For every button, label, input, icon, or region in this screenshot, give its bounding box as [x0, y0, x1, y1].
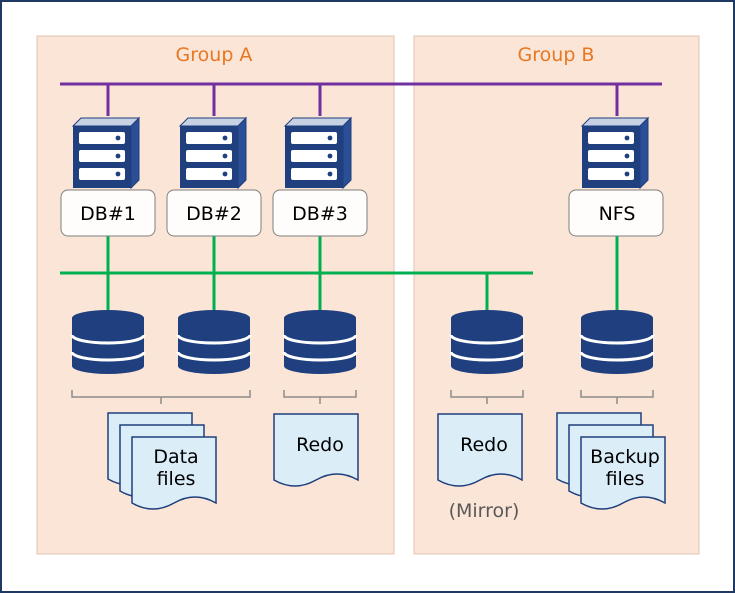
database-redo-icon: [282, 308, 358, 376]
data-files-label-line2: files: [157, 468, 196, 490]
db1-label: DB#1: [80, 203, 136, 225]
mirror-note: (Mirror): [449, 500, 520, 522]
db3-label-box: [272, 189, 368, 237]
storage-brackets: [71, 390, 654, 404]
database-mirror-icon: [449, 308, 525, 376]
db2-label-box: [166, 189, 262, 237]
backup-files-label-line1: Backup: [590, 446, 660, 468]
nfs-label: NFS: [599, 203, 636, 225]
group-a-title: Group A: [176, 44, 253, 66]
redo-b-label: Redo: [460, 434, 508, 456]
redo-a-label: Redo: [296, 434, 344, 456]
server-db1-icon: [72, 117, 140, 189]
backup-files-label-line2: files: [606, 468, 645, 490]
database-nfs-icon: [579, 308, 655, 376]
server-db2-icon: [179, 117, 247, 189]
nfs-label-box: [568, 189, 664, 237]
data-files-label-line1: Data: [153, 446, 198, 468]
group-b-title: Group B: [518, 44, 595, 66]
server-db3-icon: [284, 117, 352, 189]
database-db1-icon: [70, 308, 146, 376]
db1-label-box: [60, 189, 156, 237]
green-storage-network: [60, 236, 619, 312]
db2-label: DB#2: [186, 203, 242, 225]
db3-label: DB#3: [292, 203, 348, 225]
database-db2-icon: [176, 308, 252, 376]
purple-network: [60, 82, 662, 116]
server-nfs-icon: [581, 117, 649, 189]
